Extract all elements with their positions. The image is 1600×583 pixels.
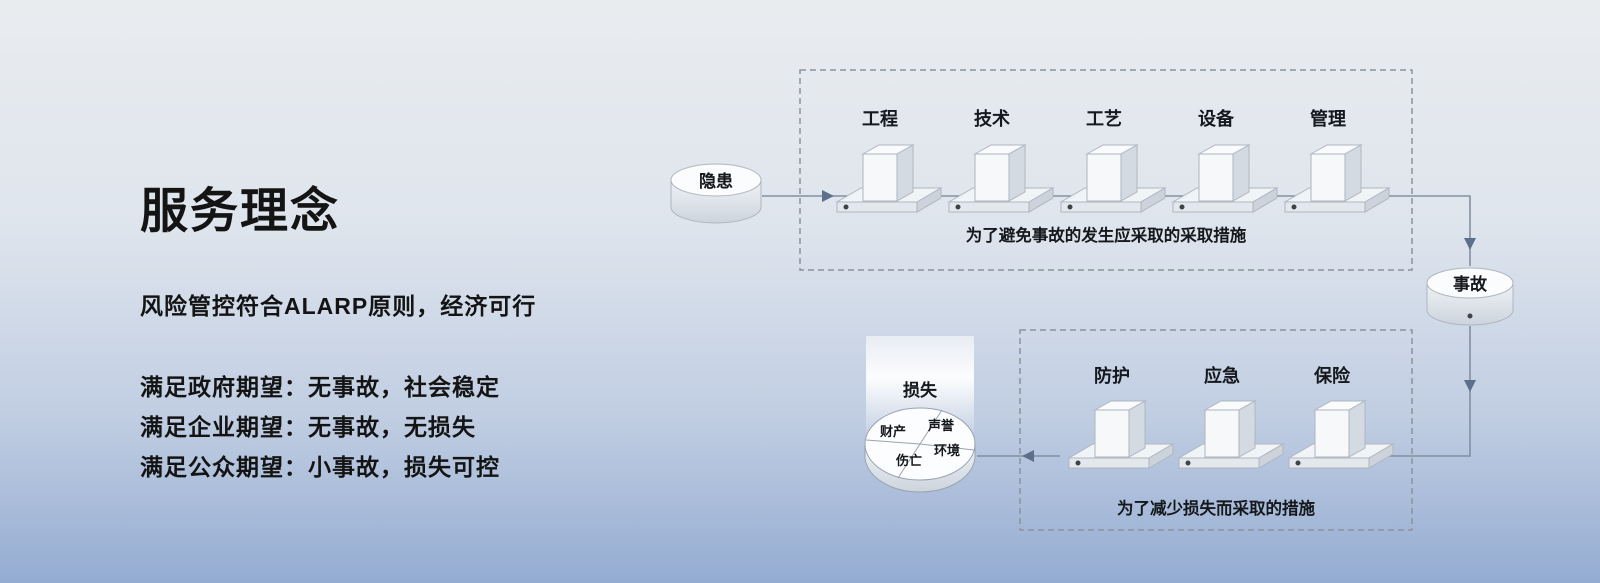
prevention-caption: 为了避免事故的发生应采取的采取措施	[966, 225, 1247, 245]
barrier-block	[1172, 144, 1278, 213]
hazard-cylinder: 隐患	[670, 163, 762, 224]
arrow-to-loss	[1022, 450, 1034, 462]
barrier-block	[1178, 400, 1284, 469]
prevention-box	[799, 69, 1413, 271]
loss-label: 损失	[903, 380, 938, 400]
expectation-public: 满足公众期望：小事故，损失可控	[140, 453, 500, 480]
barrier-block	[836, 144, 942, 213]
page-title: 服务理念	[140, 185, 341, 238]
barrier-block	[948, 144, 1054, 213]
barrier-label-protection: 防护	[1094, 365, 1130, 386]
loss-pie-dividers	[865, 409, 975, 479]
mitigation-caption: 为了减少损失而采取的措施	[1117, 498, 1316, 518]
barrier-label-insurance: 保险	[1313, 365, 1351, 386]
barrier-label-technology: 技术	[974, 108, 1010, 129]
loss-segment-reputation: 声誉	[927, 418, 955, 433]
arrow-accident-down	[1464, 380, 1476, 392]
barrier-block	[1060, 144, 1166, 213]
arrow-down-to-accident	[1464, 238, 1476, 250]
barrier-label-management: 管理	[1310, 108, 1346, 129]
expectation-list: 满足政府期望：无事故，社会稳定 满足企业期望：无事故，无损失 满足公众期望：小事…	[140, 367, 660, 487]
accident-cylinder: 事故	[1426, 267, 1514, 326]
barrier-label-emergency: 应急	[1204, 365, 1240, 386]
loss-segment-property: 财产	[880, 424, 906, 439]
prevention-barriers: 工程 技术 工艺 设备 管理 为了避免事故的发生应采取的采取措施	[836, 108, 1390, 245]
barrier-block	[1288, 400, 1394, 469]
expectation-government: 满足政府期望：无事故，社会稳定	[140, 373, 500, 400]
arrow-hazard-to-barriers	[822, 190, 834, 202]
barrier-block	[1284, 144, 1390, 213]
barrier-label-equipment: 设备	[1198, 108, 1235, 129]
loss-segment-environment: 环境	[934, 443, 960, 458]
mitigation-barriers: 防护 应急 保险 为了减少损失而采取的措施	[1068, 365, 1394, 518]
barrier-block	[1068, 400, 1174, 469]
hazard-label: 隐患	[699, 171, 733, 191]
barrier-label-engineering: 工程	[862, 109, 898, 129]
accident-dot	[1467, 313, 1473, 319]
loss-cylinder: 损失 财产 声誉 伤亡 环境	[864, 336, 976, 493]
expectation-enterprise: 满足企业期望：无事故，无损失	[140, 413, 476, 440]
mitigation-box	[1019, 329, 1413, 531]
left-panel: 服务理念 风险管控符合ALARP原则，经济可行 满足政府期望：无事故，社会稳定 …	[140, 185, 660, 487]
loss-segment-casualty: 伤亡	[895, 453, 922, 468]
flow-arrows	[762, 190, 1476, 462]
barrier-label-process: 工艺	[1086, 108, 1122, 129]
subtitle: 风险管控符合ALARP原则，经济可行	[140, 292, 537, 319]
accident-label: 事故	[1453, 274, 1488, 294]
